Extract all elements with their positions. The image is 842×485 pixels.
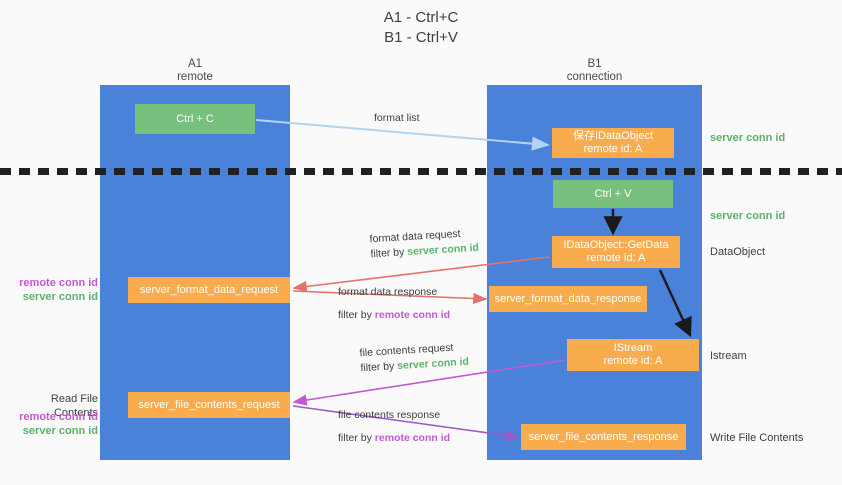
box-idataobject-getdata[interactable]: IDataObject::GetData remote id: A: [552, 236, 680, 268]
box-ctrl-v[interactable]: Ctrl + V: [553, 180, 673, 208]
label-left-conn-ids-top: remote conn id server conn id: [10, 276, 98, 304]
box-istream[interactable]: IStream remote id: A: [567, 339, 699, 371]
filter-prefix: filter by: [360, 360, 398, 375]
box-server-format-data-response[interactable]: server_format_data_response: [489, 286, 647, 312]
filter-prefix: filter by: [370, 246, 408, 261]
caption-format-data-request: format data request filter by server con…: [369, 226, 479, 263]
box-server-format-data-request[interactable]: server_format_data_request: [128, 277, 290, 303]
filter-value-remote-conn-id: remote conn id: [374, 309, 451, 321]
caption-file-contents-response: file contents response filter by remote …: [338, 408, 450, 446]
caption-format-data-response: format data response filter by remote co…: [338, 285, 450, 323]
label-dataobject: DataObject: [710, 246, 766, 258]
label-server-conn-id-mid: server conn id: [710, 210, 786, 222]
label-left-conn-ids-bottom: remote conn id server conn id: [10, 410, 98, 438]
label-remote-conn-id-1: remote conn id: [19, 277, 98, 289]
box-save-idataobject[interactable]: 保存IDataObject remote id: A: [552, 128, 674, 158]
lane-header-b1: B1 connection: [566, 58, 623, 83]
page-title: A1 - Ctrl+C B1 - Ctrl+V: [383, 9, 459, 46]
label-remote-conn-id-2: remote conn id: [19, 411, 98, 423]
filter-prefix: filter by: [338, 432, 375, 444]
caption-file-contents-response-line1: file contents response: [338, 409, 441, 421]
caption-file-contents-request: file contents request filter by server c…: [359, 340, 469, 377]
label-server-conn-id-1: server conn id: [22, 291, 98, 303]
caption-format-data-response-filter: filter by remote conn id: [338, 308, 450, 323]
caption-file-contents-response-filter: filter by remote conn id: [338, 431, 450, 446]
box-ctrl-c[interactable]: Ctrl + C: [135, 104, 255, 134]
label-istream: Istream: [710, 350, 747, 362]
caption-format-data-response-line1: format data response: [338, 286, 438, 298]
filter-value-server-conn-id: server conn id: [396, 355, 470, 373]
label-read-file-contents: Read File Contents: [50, 393, 98, 419]
caption-format-list: format list: [374, 112, 420, 124]
lane-header-a1: A1 remote: [177, 58, 213, 83]
label-server-conn-id-top: server conn id: [710, 132, 786, 144]
label-write-file-contents: Write File Contents: [710, 432, 804, 444]
filter-prefix: filter by: [338, 309, 375, 321]
box-server-file-contents-response[interactable]: server_file_contents_response: [521, 424, 686, 450]
filter-value-server-conn-id: server conn id: [406, 241, 480, 259]
box-server-file-contents-request[interactable]: server_file_contents_request: [128, 392, 290, 418]
label-server-conn-id-2: server conn id: [22, 425, 98, 437]
filter-value-remote-conn-id: remote conn id: [374, 432, 451, 444]
phase-separator-dashed-line: [0, 168, 842, 175]
